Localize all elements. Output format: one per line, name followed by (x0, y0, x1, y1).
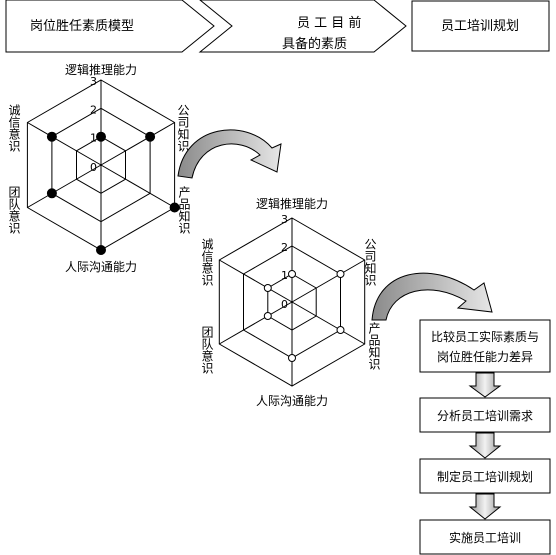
axis-label-product: 产品知识 (367, 322, 381, 370)
radar-value-point (96, 131, 106, 142)
flow-step-plan-box (419, 458, 551, 494)
axis-label-logic: 逻辑推理能力 (256, 197, 328, 211)
axis-label-team: 团队意识 (7, 186, 21, 234)
radar-value-point (336, 326, 345, 334)
radar-value-point (46, 131, 57, 142)
radar-spoke (100, 164, 175, 208)
down-arrow-2 (468, 432, 502, 459)
axis-label-integrity: 诚信意识 (200, 238, 214, 286)
curved-arrow-2 (371, 272, 493, 321)
radar-spoke (100, 122, 175, 166)
header-clip-mask (200, 53, 410, 65)
radar-chart-model: 0 1 2 3 逻辑推理能力 公司知识 产品知识 人际沟通能力 团队意识 诚信意识 (7, 63, 191, 274)
flow-steps: 比较员工实际素质与 岗位胜任能力差异 分析员工培训需求 制定员工培训规划 实施员… (419, 319, 551, 555)
step-current-chevron (198, 0, 407, 53)
radar-value-point (263, 312, 272, 320)
axis-label-company: 公司知识 (363, 238, 377, 286)
radar-spoke (291, 259, 365, 303)
axis-label-communication: 人际沟通能力 (65, 260, 137, 274)
axis-label-company: 公司知识 (176, 104, 190, 152)
step-model-chevron (5, 0, 215, 53)
radar-chart-current: 0 1 2 3 逻辑推理能力 公司知识 产品知识 人际沟通能力 团队意识 诚信意识 (200, 197, 381, 408)
step-plan-box (411, 0, 550, 52)
radar-spoke (219, 259, 293, 303)
radar-spoke (27, 122, 102, 166)
axis-label-integrity: 诚信意识 (7, 104, 21, 152)
radar-tick-label: 0 (281, 298, 288, 311)
axis-label-communication: 人际沟通能力 (256, 394, 328, 408)
axis-label-product: 产品知识 (177, 186, 191, 234)
radar-value-point (46, 188, 57, 199)
flow-step-compare-box (419, 319, 551, 373)
axis-label-logic: 逻辑推理能力 (65, 63, 137, 77)
axis-label-team: 团队意识 (200, 326, 214, 374)
radar-tick-label: 2 (90, 103, 97, 116)
flow-step-analyze-box (419, 397, 551, 433)
radar-spoke (291, 301, 365, 345)
radar-spoke (27, 164, 102, 208)
radar-tick-label: 3 (281, 213, 288, 226)
flow-step-analyze-label: 分析员工培训需求 (437, 408, 533, 423)
flow-step-compare-line2: 岗位胜任能力差异 (437, 349, 533, 364)
radar-value-point (263, 284, 272, 292)
radar-tick-label: 2 (281, 241, 288, 254)
header-process-banner: 岗位胜任素质模型 员 工 目 前 具备的素质 员工培训规划 (5, 0, 550, 53)
radar-value-point (288, 270, 296, 278)
radar-spoke (219, 301, 293, 345)
radar-value-point (336, 270, 345, 278)
step-current-label-line1: 员 工 目 前 (297, 15, 361, 31)
curved-arrow-1 (177, 129, 282, 179)
step-model-label: 岗位胜任素质模型 (30, 19, 134, 34)
radar-value-point (169, 202, 180, 213)
radar-tick-label: 1 (281, 269, 288, 282)
radar-value-point (96, 245, 106, 255)
flow-step-plan-label: 制定员工培训规划 (437, 469, 533, 484)
radar-value-point (145, 131, 156, 142)
down-arrow-1 (468, 372, 502, 398)
down-arrow-3 (468, 493, 502, 520)
flow-step-compare-line1: 比较员工实际素质与 (431, 329, 539, 344)
step-plan-label: 员工培训规划 (441, 18, 519, 34)
radar-tick-label: 3 (90, 75, 97, 88)
flow-step-implement-box (419, 519, 551, 555)
radar-tick-label: 0 (90, 161, 97, 174)
radar-value-point (288, 354, 296, 362)
step-current-label-line2: 具备的素质 (282, 36, 347, 52)
radar-tick-label: 1 (90, 132, 97, 145)
flow-step-implement-label: 实施员工培训 (449, 530, 521, 545)
